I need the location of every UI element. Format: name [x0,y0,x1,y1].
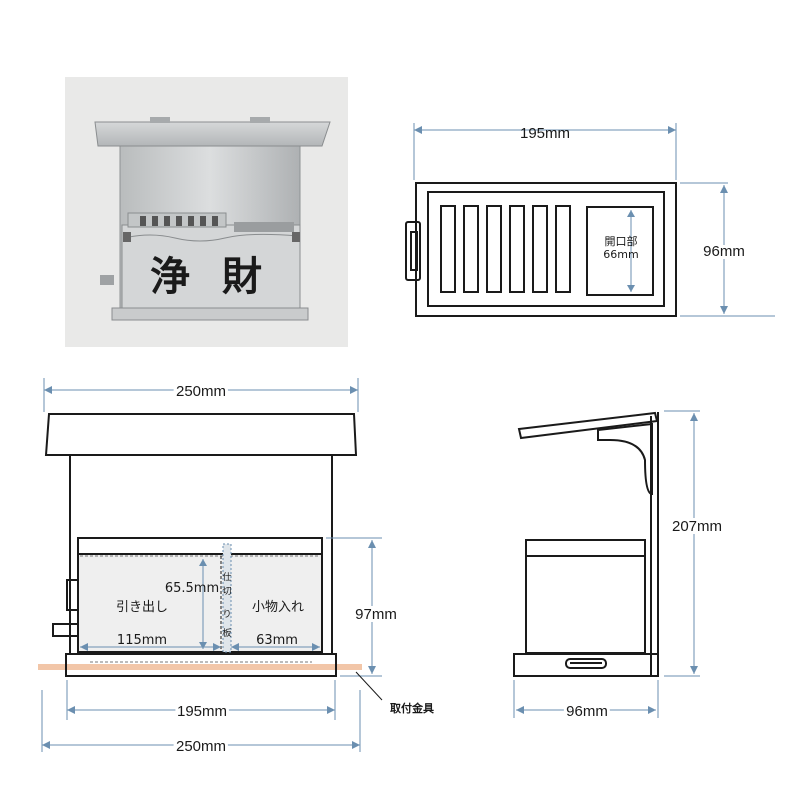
front-height-label: 97mm [355,606,397,623]
product-photo: 浄 財 [65,77,348,347]
side-height-label: 207mm [672,518,722,535]
partition-char-2: 切 [222,586,231,597]
opening-value: 66mm [603,248,638,261]
drawer-label: 引き出し [116,600,168,615]
photo-kanji-right: 財 [222,253,262,300]
photo-kanji-left: 浄 [150,253,190,300]
bracket-label: 取付金具 [390,701,434,715]
partition-char-4: 板 [222,627,231,639]
top-view: 195mm 開口部 66mm 96mm [405,123,775,317]
opening-title: 開口部 [605,234,638,248]
partition-height-label: 65.5mm [165,581,219,596]
front-bottom-inner-label: 195mm [177,703,227,720]
partition-char-3: り [222,609,231,620]
photo-slots [140,216,218,226]
front-bottom-outer-label: 250mm [176,738,226,755]
front-view: 250mm 仕 切 り 板 65.5mm 引き出し 小物入れ 115mm 63m [38,378,434,758]
top-depth-label: 96mm [703,243,745,260]
compartment-width-label: 63mm [256,633,298,648]
drawer-width-label: 115mm [117,633,167,648]
top-view-slots [440,205,571,293]
compartment-label: 小物入れ [252,600,304,615]
side-depth-label: 96mm [566,703,608,720]
top-width-label: 195mm [520,125,570,142]
partition-char-1: 仕 [222,571,231,583]
front-top-width-label: 250mm [176,383,226,400]
side-view: 207mm 96mm [513,410,725,723]
